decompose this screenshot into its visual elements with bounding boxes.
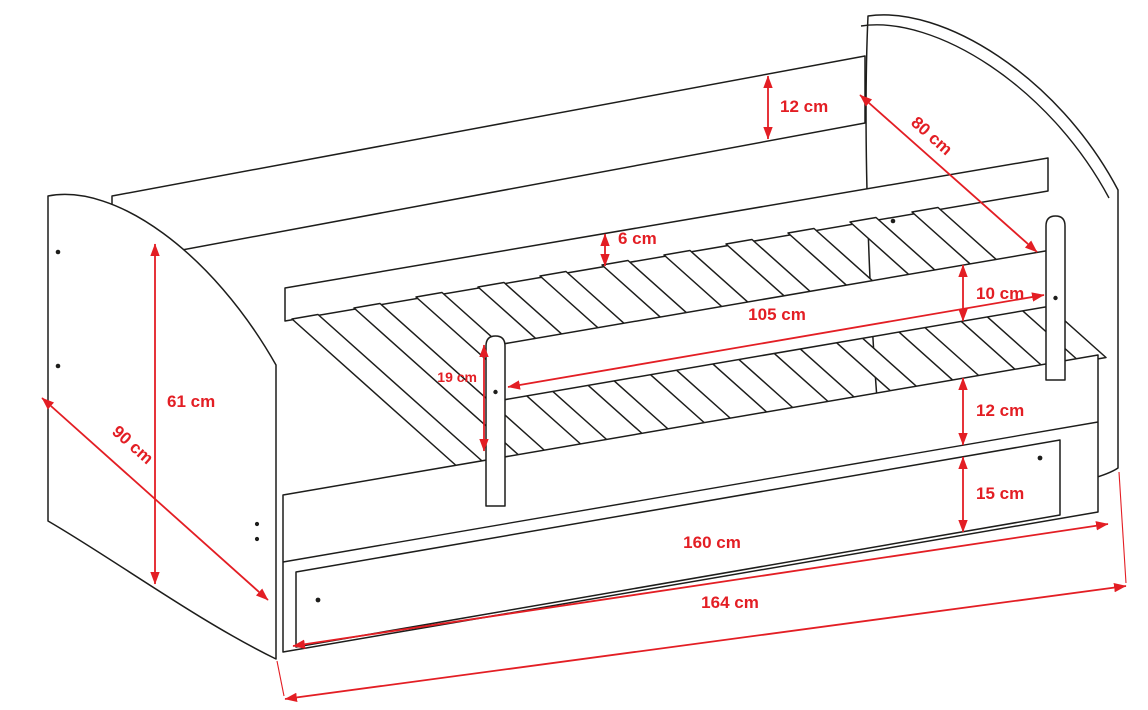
dimension-label: 6 cm bbox=[618, 229, 657, 248]
dimension-line bbox=[859, 94, 1038, 253]
screw-dot bbox=[254, 536, 260, 542]
screw-dot bbox=[890, 218, 896, 224]
drawer-knob-dot bbox=[315, 597, 321, 603]
dimension-guard-post-height: 19 cm bbox=[437, 344, 489, 452]
screw-dot bbox=[254, 521, 260, 527]
dimension-side-rail-height: 12 cm bbox=[958, 377, 1024, 446]
extension-line bbox=[1118, 471, 1127, 584]
dimension-drawer-height: 15 cm bbox=[958, 456, 1024, 533]
dimension-label: 12 cm bbox=[780, 97, 828, 116]
dimension-overall-length: 164 cm bbox=[276, 471, 1127, 703]
screw-dot bbox=[55, 363, 61, 369]
dimension-back-board-height: 6 cm bbox=[600, 229, 657, 267]
dimension-label: 105 cm bbox=[748, 305, 806, 324]
bed-drawing bbox=[47, 14, 1119, 660]
guard-post-right bbox=[1045, 215, 1066, 381]
extension-line bbox=[276, 660, 285, 697]
headboard-left bbox=[47, 193, 277, 660]
dimension-label: 61 cm bbox=[167, 392, 215, 411]
dimension-line bbox=[284, 582, 1127, 703]
back-board-lower bbox=[284, 157, 1049, 322]
dimension-label: 19 cm bbox=[437, 369, 477, 385]
drawer-knob-dot bbox=[1037, 455, 1043, 461]
dimension-label: 164 cm bbox=[701, 593, 759, 612]
dimension-label: 12 cm bbox=[976, 401, 1024, 420]
dimension-label: 15 cm bbox=[976, 484, 1024, 503]
dimension-guard-rail-length: 105 cm bbox=[507, 292, 1045, 390]
screw-dot bbox=[1053, 295, 1058, 301]
guard-post-left bbox=[485, 335, 506, 507]
screw-dot bbox=[55, 249, 61, 255]
dimension-back-rail-height: 12 cm bbox=[763, 75, 828, 140]
screw-dot bbox=[493, 389, 498, 395]
dimension-line bbox=[41, 397, 269, 601]
dimension-line bbox=[507, 292, 1045, 390]
dimension-label: 160 cm bbox=[683, 533, 741, 552]
